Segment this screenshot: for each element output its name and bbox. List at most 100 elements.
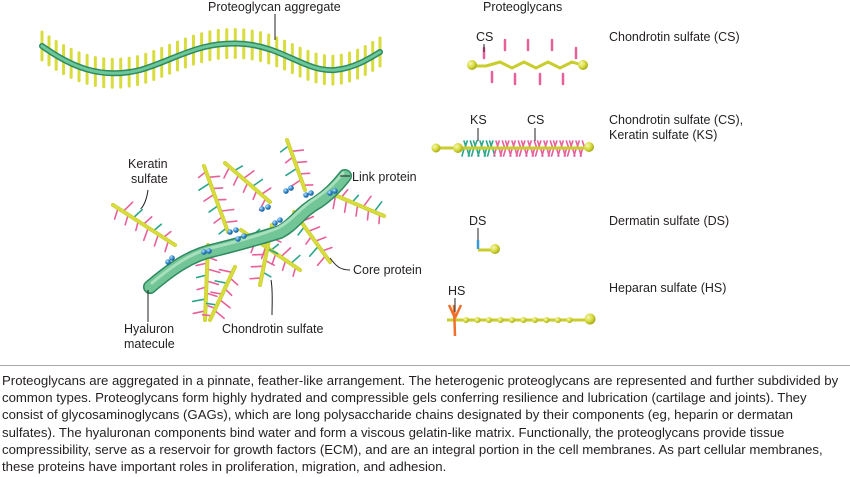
type-name-ds: Dermatin sulfate (DS)	[609, 214, 730, 228]
cs-chain	[573, 148, 577, 157]
hs-tag: HS	[448, 284, 466, 298]
aggregate-illustration	[39, 14, 383, 89]
keratin-sulfate-label-line1: Keratin	[128, 157, 168, 171]
cs-ks-end-ball	[431, 143, 441, 153]
chondroitin-sulfate-chain	[223, 166, 231, 179]
chondroitin-sulfate-chain	[332, 194, 337, 210]
link-protein	[259, 206, 265, 212]
link-protein	[303, 192, 309, 198]
cs-chain	[557, 148, 561, 157]
aggregate-detail-illustration	[111, 138, 386, 322]
cs-chain	[560, 140, 565, 148]
ks-chain	[473, 140, 478, 148]
hs-chain	[452, 304, 457, 337]
chondroitin-sulfate-chain	[218, 298, 231, 309]
cs-chain	[496, 140, 501, 148]
cs-chain	[563, 148, 568, 157]
cs-chain	[537, 140, 542, 148]
hyaluron-label-line2: matecule	[124, 337, 175, 351]
keratan-sulfate-chain	[191, 298, 207, 303]
keratin-leader-line	[140, 189, 149, 209]
chondroitin-sulfate-chain	[343, 199, 348, 214]
cs-chain	[512, 140, 517, 148]
cs-chain	[565, 140, 570, 148]
cs-chain	[502, 148, 507, 157]
cs-chain	[550, 148, 555, 157]
ks-chain	[461, 148, 465, 157]
link-protein	[241, 233, 247, 239]
type-name-cs-ks-line1: Chondrotin sulfate (CS),	[609, 113, 744, 127]
cs-end-ball	[467, 60, 477, 70]
link-protein	[327, 190, 333, 196]
hs-bead	[463, 317, 469, 323]
chondroitin-sulfate-chain	[242, 170, 255, 180]
cs-chain	[501, 140, 506, 148]
link-protein	[165, 259, 171, 265]
type-name-hs: Heparan sulfate (HS)	[609, 281, 727, 295]
keratan-sulfate-chain	[214, 280, 229, 285]
core-protein	[328, 191, 386, 218]
cs-chain	[517, 140, 522, 148]
hs-bead	[509, 317, 515, 323]
aggregate-backbone	[40, 41, 382, 75]
link-protein	[332, 188, 338, 194]
link-protein	[169, 255, 175, 261]
link-protein	[206, 248, 212, 254]
cs-chain	[525, 148, 529, 157]
hyaluronan-molecule	[144, 170, 351, 293]
link-protein	[227, 229, 233, 235]
figure-caption: Proteoglycans are aggregated in a pinnat…	[2, 373, 839, 475]
ks-chain	[483, 148, 488, 157]
keratan-sulfate-chain	[285, 167, 298, 177]
cs-chain	[553, 140, 558, 148]
ks-chain	[469, 140, 474, 148]
cs-chain	[566, 148, 571, 157]
type-name-cs: Chondrotin sulfate (CS)	[609, 30, 740, 44]
cs-chain	[579, 148, 584, 157]
cs-chain	[547, 148, 552, 157]
hs-bead	[532, 317, 538, 323]
hs-bead	[566, 317, 573, 323]
chondroitin-sulfate-chain	[206, 268, 221, 274]
hs-chain	[447, 304, 457, 319]
hs-chain	[453, 304, 463, 319]
hs-bead	[497, 317, 504, 323]
link-protein	[201, 249, 207, 255]
hs-bead	[474, 317, 481, 323]
cs-ks-end-ball	[453, 143, 463, 153]
keratan-sulfate-chain	[198, 182, 211, 191]
cs-chain	[509, 148, 513, 157]
core-protein	[208, 265, 237, 322]
cs-chain	[576, 140, 581, 148]
link-protein	[272, 220, 278, 226]
cs-tag: CS	[476, 30, 494, 44]
chondrotin-sulfate-label: Chondrotin sulfate	[222, 322, 324, 336]
cs-chain	[528, 140, 533, 148]
chondroitin-sulfate-chain	[279, 247, 292, 258]
proteoglycan-diagram	[39, 14, 596, 337]
caption-divider	[0, 365, 850, 366]
cs-chain	[521, 140, 526, 148]
ks-chain	[480, 140, 485, 148]
ks-chain	[489, 140, 494, 148]
cs-end-ball	[578, 60, 588, 70]
ks-chain	[486, 148, 491, 157]
cs-ks-illustration	[431, 128, 594, 157]
chondroitin-sulfate-chain	[153, 233, 160, 247]
hs-end-ball	[584, 313, 596, 325]
chondroitin-sulfate-chain	[290, 149, 305, 153]
core-protein	[285, 138, 307, 192]
ks-tag: KS	[470, 113, 487, 127]
ks-chain	[464, 140, 469, 148]
keratin-sulfate-label-line2: sulfate	[131, 172, 168, 186]
cs-chain	[534, 148, 539, 157]
type-name-cs-ks-line2: Keratin sulfate (KS)	[609, 128, 718, 142]
chondroitin-sulfate-chain	[122, 201, 134, 213]
cs-chain	[499, 148, 504, 157]
link-protein	[235, 236, 241, 242]
link-protein	[233, 227, 239, 233]
ds-tag: DS	[469, 214, 487, 228]
chondroitin-sulfate-chain	[205, 280, 220, 286]
hs-bead	[543, 317, 550, 323]
link-protein	[277, 217, 283, 223]
